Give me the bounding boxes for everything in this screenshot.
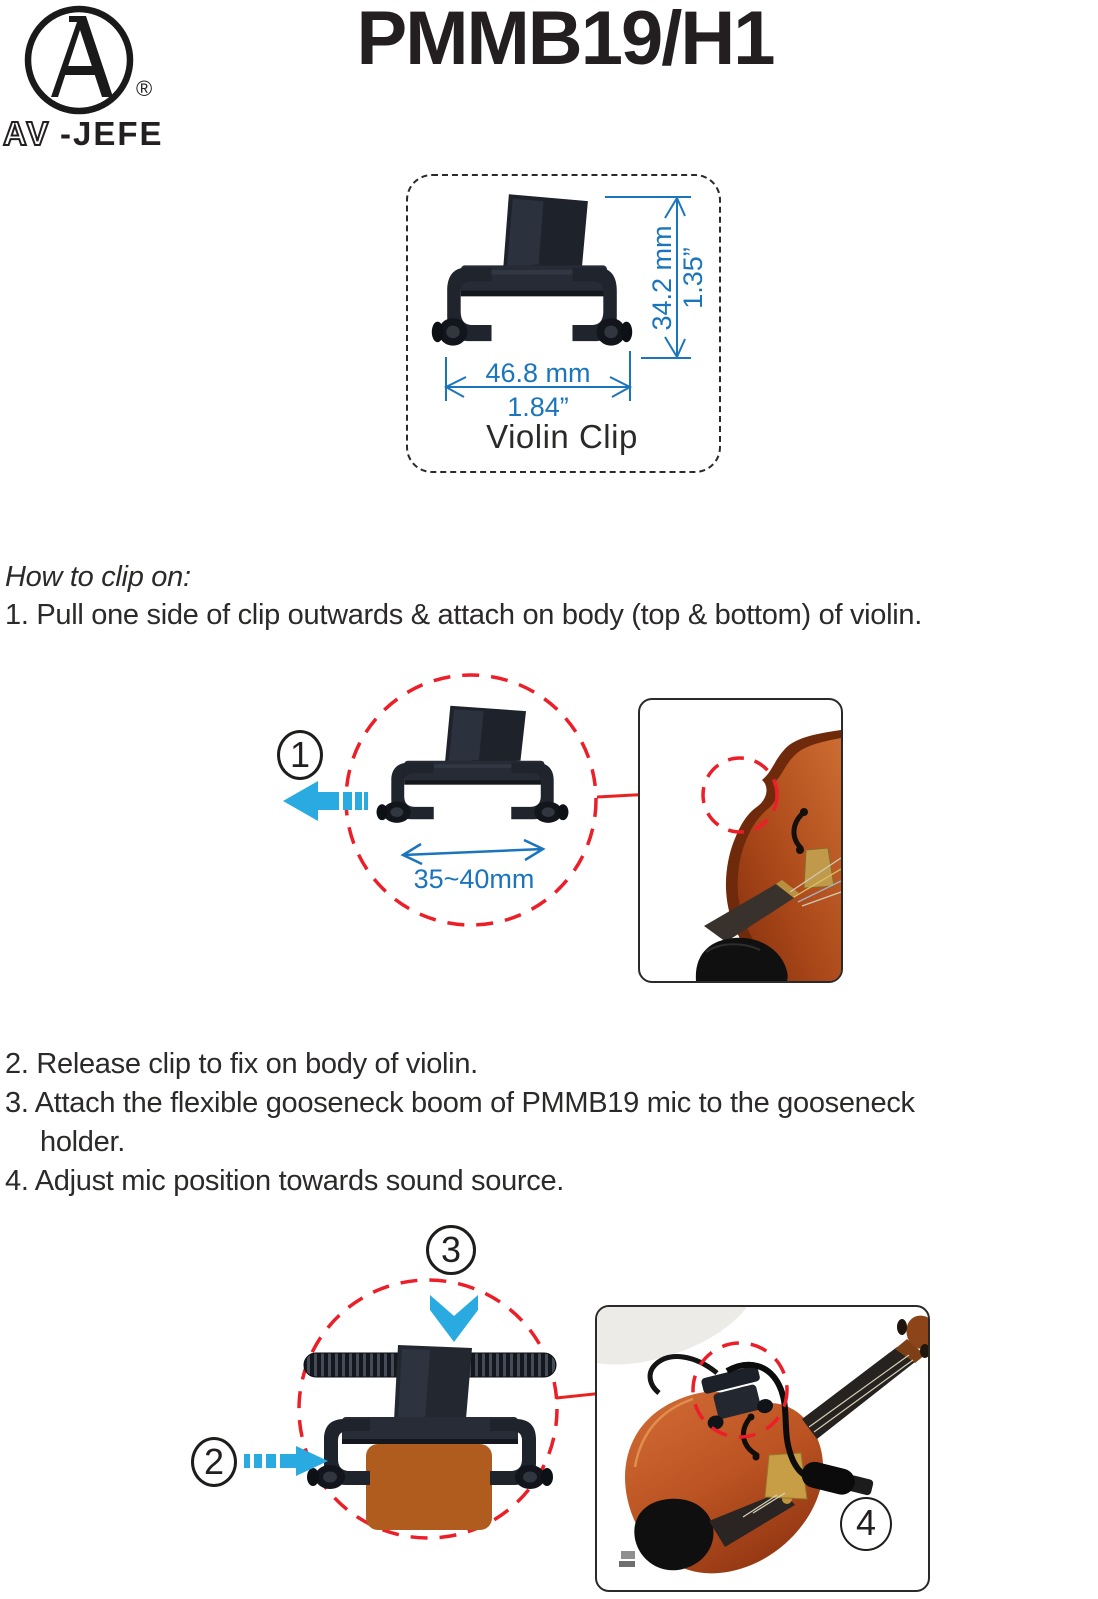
height-dimension-label: 34.2 mm 1.35” <box>647 193 709 363</box>
step-badge-3: 3 <box>426 1225 476 1275</box>
instructions-heading: How to clip on: <box>5 561 191 593</box>
pull-arrow-icon <box>283 781 368 821</box>
clip-with-gooseneck-image <box>303 1345 557 1530</box>
brand-solid-text: -JEFE <box>60 115 164 152</box>
step-badge-4: 4 <box>840 1497 892 1551</box>
page-title: PMMB19/H1 <box>356 0 776 81</box>
instruction-step-3: 3. Attach the flexible gooseneck boom of… <box>5 1087 915 1119</box>
instruction-step-4: 4. Adjust mic position towards sound sou… <box>5 1165 565 1197</box>
width-dimension-label-mm: 46.8 mm <box>485 358 591 388</box>
instruction-step-2: 2. Release clip to fix on body of violin… <box>5 1048 478 1080</box>
spec-box: 34.2 mm 1.35” 46.8 mm 1.84” Violin Clip <box>406 174 721 473</box>
height-dimension-line <box>605 195 691 360</box>
brand-wordmark: AV -JEFE <box>2 114 164 153</box>
insert-down-arrow-icon <box>430 1295 478 1342</box>
violin-photo-figure2 <box>595 1305 930 1592</box>
width-dimension-line <box>443 351 633 401</box>
violin-photo-figure1 <box>638 698 843 983</box>
instruction-step-3-continued: holder. <box>40 1126 125 1158</box>
step-badge-2: 2 <box>191 1437 237 1487</box>
violin-illustration-2 <box>597 1307 928 1574</box>
height-inch: 1.35” <box>678 247 708 309</box>
instruction-step-1: 1. Pull one side of clip outwards & atta… <box>5 599 922 631</box>
registered-symbol: ® <box>136 76 153 101</box>
product-label: Violin Clip <box>486 418 638 455</box>
width-dimension-label-inch: 1.84” <box>507 392 569 422</box>
highlight-circle-figure2 <box>297 1278 559 1540</box>
violin-illustration-1 <box>695 730 841 981</box>
step-badge-1: 1 <box>277 730 323 780</box>
clamp-range-label: 35~40mm <box>413 864 535 894</box>
violin-clip-figure1-image <box>371 704 574 837</box>
push-arrow-icon <box>244 1446 328 1476</box>
brand-logo-mark-icon <box>24 5 134 115</box>
clamp-range-dimension-line <box>400 839 546 865</box>
brand-outline-text: AV <box>3 115 50 152</box>
height-mm: 34.2 mm <box>647 225 677 331</box>
